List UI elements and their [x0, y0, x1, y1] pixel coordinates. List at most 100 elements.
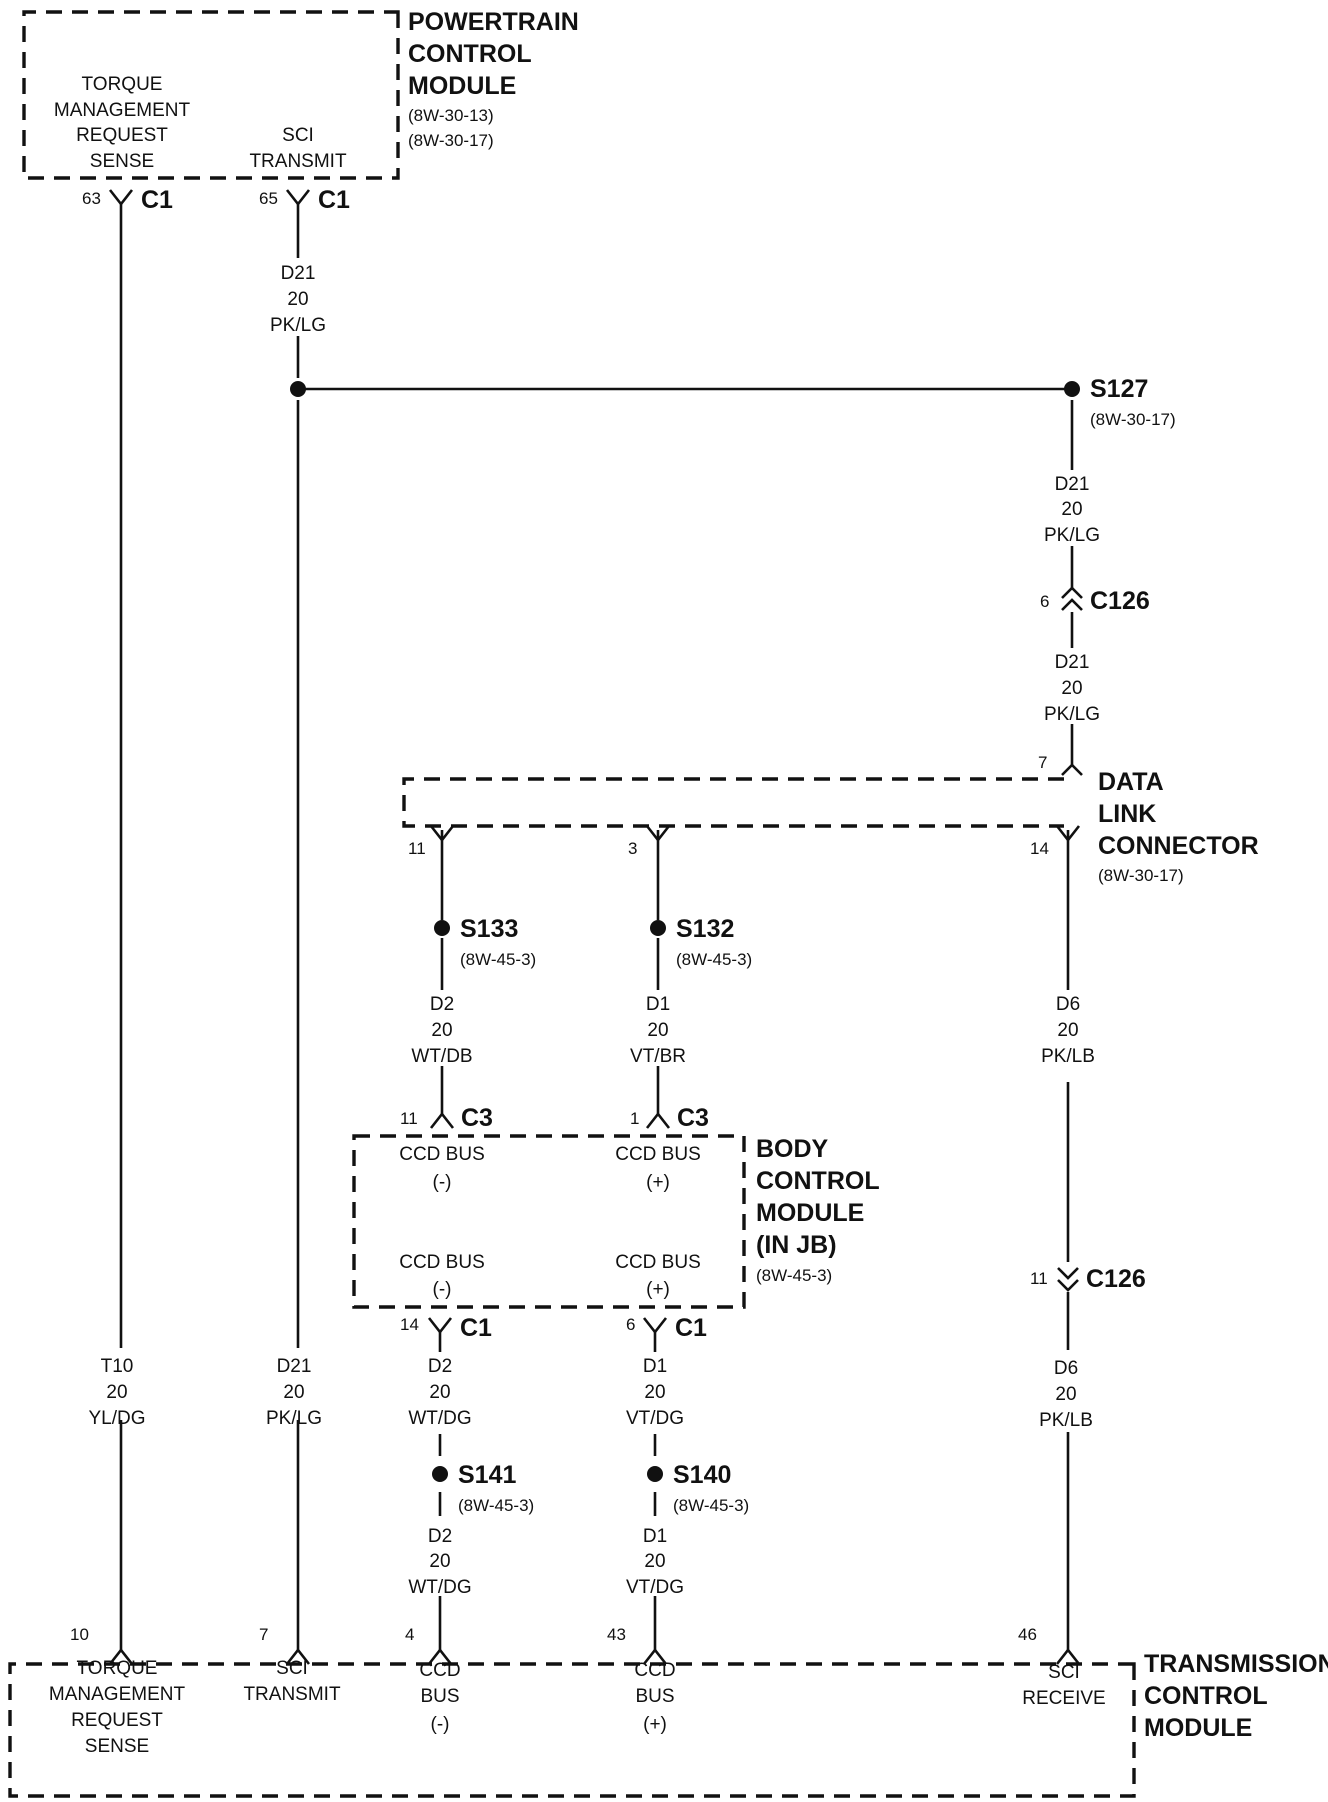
- dlc-pin-11-symbol: [429, 825, 455, 843]
- splice-s133-dot: [434, 920, 450, 936]
- wires: [119, 204, 1074, 1650]
- wire-d2-low-gauge: 20: [429, 1551, 450, 1572]
- pcm-pin-63: 63: [82, 189, 101, 208]
- pcm-box: [22, 10, 400, 180]
- bcm-ccd-right-bottom-2: (+): [646, 1279, 670, 1300]
- bcm-c1-right-name: C1: [675, 1314, 707, 1342]
- wire-d21-right-a-color: PK/LG: [1044, 525, 1100, 546]
- body-control-module: 11 C3 1 C3 CCD BUS (-) CCD BUS (+) CCD B…: [352, 1104, 880, 1346]
- wire-d1-upper-color: VT/BR: [630, 1046, 686, 1067]
- tcm-name-3: MODULE: [1144, 1714, 1252, 1742]
- wire-d2-upper-gauge: 20: [431, 1020, 452, 1041]
- wire-d21-long-id: D21: [277, 1356, 312, 1377]
- c126-top-symbol: [1061, 586, 1083, 611]
- dlc-pin-7: 7: [1038, 753, 1047, 772]
- bcm-c3-right-symbol: [645, 1111, 671, 1129]
- c126-bottom-name: C126: [1086, 1265, 1146, 1293]
- dlc-pin-14: 14: [1030, 839, 1049, 858]
- tcm-pin-43: 43: [607, 1625, 626, 1644]
- wire-d2-mid-color: WT/DG: [408, 1408, 471, 1429]
- splice-s141-ref: (8W-45-3): [458, 1496, 534, 1515]
- splice-s140-dot: [647, 1466, 663, 1482]
- pcm-connector-63: [108, 189, 134, 207]
- bcm-c3-left-symbol: [429, 1111, 455, 1129]
- c126-top: 6 C126: [1040, 586, 1150, 615]
- splice-s141-name: S141: [458, 1461, 516, 1489]
- wire-labels: D21 20 PK/LG D21 20 PK/LG D21 20 PK/LG D…: [88, 263, 1100, 1598]
- bcm-ref: (8W-45-3): [756, 1266, 832, 1285]
- splice-s141-dot: [432, 1466, 448, 1482]
- wire-d1-mid-color: VT/DG: [626, 1408, 684, 1429]
- tcm-pin-10: 10: [70, 1625, 89, 1644]
- dlc-pin-14-symbol: [1055, 825, 1081, 843]
- pcm-ref-2: (8W-30-17): [408, 131, 494, 150]
- wire-t10-id: T10: [101, 1356, 134, 1377]
- tcm-torque-label-3: REQUEST: [71, 1710, 163, 1731]
- tcm-name-2: CONTROL: [1144, 1682, 1268, 1710]
- pcm-connector-65: [285, 189, 311, 207]
- tcm-sci-transmit-1: SCI: [276, 1658, 308, 1679]
- tcm-ccd-plus-2: BUS: [635, 1686, 674, 1707]
- pcm-c1-right: C1: [318, 186, 350, 214]
- dlc-pin-3-symbol: [645, 825, 671, 843]
- splice-s132-ref: (8W-45-3): [676, 950, 752, 969]
- wire-d21-top-gauge: 20: [287, 289, 308, 310]
- wire-d21-top-color: PK/LG: [270, 315, 326, 336]
- pcm-torque-label-4: SENSE: [90, 151, 154, 172]
- bcm-c1-right-pin: 6: [626, 1315, 635, 1334]
- pcm-name-3: MODULE: [408, 72, 516, 100]
- c126-top-name: C126: [1090, 587, 1150, 615]
- dlc-box: [402, 777, 1064, 828]
- pcm-c1-left: C1: [141, 186, 173, 214]
- tcm-name-1: TRANSMISSION: [1144, 1650, 1328, 1678]
- pcm-ref-1: (8W-30-13): [408, 106, 494, 125]
- c126-bottom-symbol: [1057, 1267, 1079, 1292]
- wire-d1-upper-id: D1: [646, 994, 670, 1015]
- wire-d21-right-a-id: D21: [1055, 474, 1090, 495]
- dlc-name-1: DATA: [1098, 768, 1164, 796]
- pcm-name-1: POWERTRAIN: [408, 8, 579, 36]
- pcm-pin-65: 65: [259, 189, 278, 208]
- tcm-pin-7: 7: [259, 1625, 268, 1644]
- wire-t10-color: YL/DG: [88, 1408, 145, 1429]
- wire-d1-mid-id: D1: [643, 1356, 667, 1377]
- bcm-name-4: (IN JB): [756, 1231, 837, 1259]
- splice-s133-ref: (8W-45-3): [460, 950, 536, 969]
- powertrain-control-module: POWERTRAIN CONTROL MODULE (8W-30-13) (8W…: [22, 8, 579, 214]
- wire-d2-upper-color: WT/DB: [411, 1046, 472, 1067]
- tcm-pin-4: 4: [405, 1625, 414, 1644]
- wire-d2-upper-id: D2: [430, 994, 454, 1015]
- tcm-torque-label-1: TORQUE: [77, 1658, 158, 1679]
- wire-d21-right-b-color: PK/LG: [1044, 704, 1100, 725]
- wire-d6-upper-id: D6: [1056, 994, 1080, 1015]
- tcm-sci-receive-1: SCI: [1048, 1662, 1080, 1683]
- wire-d1-low-color: VT/DG: [626, 1577, 684, 1598]
- bcm-ccd-right-top-2: (+): [646, 1172, 670, 1193]
- tcm-pin-10-symbol: [108, 1647, 134, 1665]
- bcm-ccd-right-bottom-1: CCD BUS: [615, 1252, 701, 1273]
- wire-d2-low-color: WT/DG: [408, 1577, 471, 1598]
- tcm-ccd-minus-3: (-): [431, 1714, 450, 1735]
- splice-s140-name: S140: [673, 1461, 731, 1489]
- pcm-torque-label-3: REQUEST: [76, 125, 168, 146]
- bcm-ccd-right-top-1: CCD BUS: [615, 1144, 701, 1165]
- pcm-name-2: CONTROL: [408, 40, 532, 68]
- bcm-c3-left-pin: 11: [400, 1109, 418, 1128]
- pcm-torque-label-2: MANAGEMENT: [54, 100, 191, 121]
- wire-d6-upper-gauge: 20: [1057, 1020, 1078, 1041]
- wire-d2-low-id: D2: [428, 1526, 452, 1547]
- tcm-ccd-minus-1: CCD: [419, 1660, 460, 1681]
- splice-s127-ref: (8W-30-17): [1090, 410, 1176, 429]
- wire-d21-right-b-id: D21: [1055, 652, 1090, 673]
- dlc-pin-3: 3: [628, 839, 637, 858]
- tcm-ccd-minus-2: BUS: [420, 1686, 459, 1707]
- wire-d6-lower-id: D6: [1054, 1358, 1078, 1379]
- tcm-sci-receive-2: RECEIVE: [1022, 1688, 1105, 1709]
- bcm-c1-left-name: C1: [460, 1314, 492, 1342]
- wire-d6-lower-gauge: 20: [1055, 1384, 1076, 1405]
- wire-d1-low-id: D1: [643, 1526, 667, 1547]
- bcm-ccd-left-top-2: (-): [433, 1172, 452, 1193]
- splice-s127-dot: [1064, 381, 1080, 397]
- wire-d1-upper-gauge: 20: [647, 1020, 668, 1041]
